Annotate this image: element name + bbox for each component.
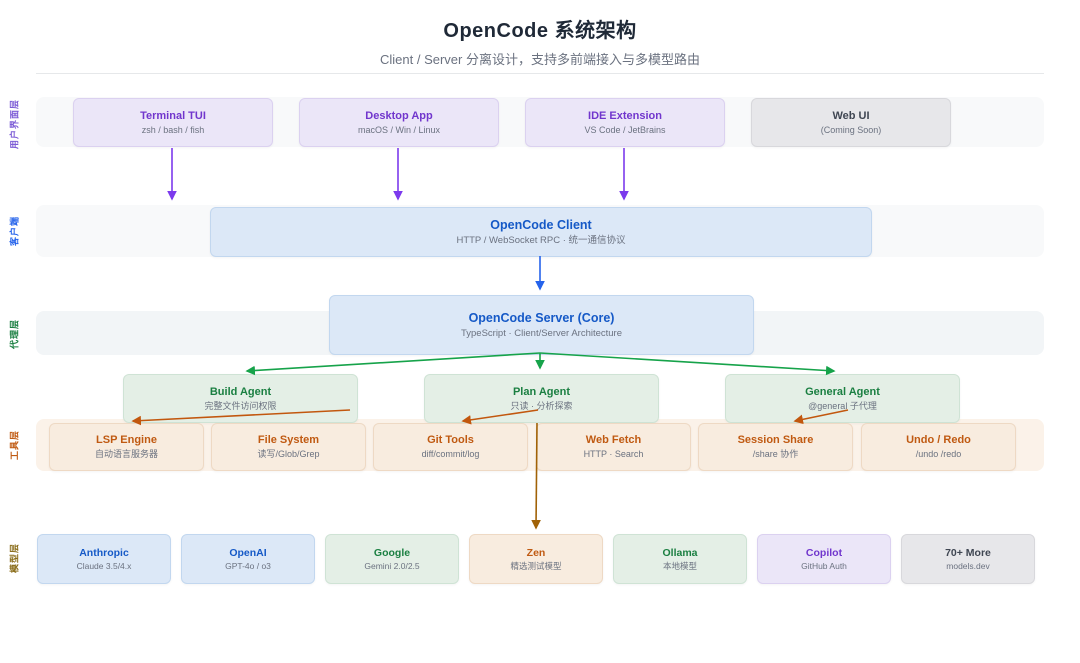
box-subtitle: 读写/Glob/Grep bbox=[257, 449, 320, 459]
server-box: OpenCode Server (Core) TypeScript · Clie… bbox=[329, 295, 754, 355]
box-subtitle: 自动语言服务器 bbox=[94, 449, 158, 459]
arrow-server-to-general-agent bbox=[539, 352, 836, 376]
box-subtitle: 精选测试模型 bbox=[510, 561, 562, 571]
client-box: OpenCode Client HTTP / WebSocket RPC · 统… bbox=[210, 207, 872, 257]
box-title: OpenCode Client bbox=[490, 218, 592, 232]
model-box-openai: OpenAI GPT-4o / o3 bbox=[181, 534, 315, 584]
arrow-server-to-build-agent bbox=[245, 352, 541, 376]
agent-box-plan: Plan Agent 只读 · 分析探索 bbox=[424, 374, 659, 423]
model-box-70-more: 70+ More models.dev bbox=[901, 534, 1035, 584]
box-subtitle: GPT-4o / o3 bbox=[225, 561, 271, 571]
box-title: Copilot bbox=[805, 546, 843, 559]
box-subtitle: @general 子代理 bbox=[808, 400, 877, 411]
page-title: OpenCode 系统架构 bbox=[443, 20, 637, 42]
box-title: Google bbox=[373, 546, 411, 559]
box-subtitle: 完整文件访问权限 bbox=[204, 400, 277, 411]
box-title: 70+ More bbox=[945, 546, 991, 559]
layer-label-models: 模型层 bbox=[9, 542, 20, 574]
ui-box-desktop-app: Desktop App macOS / Win / Linux bbox=[299, 98, 499, 147]
tool-box-file-system: File System 读写/Glob/Grep bbox=[211, 423, 366, 471]
box-subtitle: GitHub Auth bbox=[801, 561, 847, 571]
box-title: Web UI bbox=[832, 109, 870, 122]
tool-box-undo-redo: Undo / Redo /undo /redo bbox=[861, 423, 1016, 471]
box-title: OpenCode Server (Core) bbox=[468, 311, 615, 325]
page-subtitle: Client / Server 分离设计，支持多前端接入与多模型路由 bbox=[380, 52, 700, 67]
tool-box-session-share: Session Share /share 协作 bbox=[698, 423, 853, 471]
box-subtitle: HTTP · Search bbox=[583, 449, 644, 459]
agent-box-general: General Agent @general 子代理 bbox=[725, 374, 960, 423]
box-subtitle: Gemini 2.0/2.5 bbox=[364, 561, 420, 571]
box-title: Zen bbox=[526, 546, 546, 559]
box-title: Ollama bbox=[662, 546, 698, 559]
box-title: LSP Engine bbox=[96, 434, 157, 446]
layer-label-core: 代理层 bbox=[9, 318, 20, 350]
header-divider bbox=[36, 73, 1044, 74]
box-subtitle: Claude 3.5/4.x bbox=[76, 561, 132, 571]
box-subtitle: 本地模型 bbox=[662, 561, 697, 571]
ui-box-terminal-tui: Terminal TUI zsh / bash / fish bbox=[73, 98, 273, 147]
model-box-anthropic: Anthropic Claude 3.5/4.x bbox=[37, 534, 171, 584]
model-box-ollama: Ollama 本地模型 bbox=[613, 534, 747, 584]
box-title: Undo / Redo bbox=[906, 434, 971, 446]
box-title: Plan Agent bbox=[512, 385, 571, 398]
model-box-google: Google Gemini 2.0/2.5 bbox=[325, 534, 459, 584]
box-title: Git Tools bbox=[427, 434, 474, 446]
box-title: Terminal TUI bbox=[140, 109, 206, 122]
model-box-copilot: Copilot GitHub Auth bbox=[757, 534, 891, 584]
box-subtitle: 只读 · 分析探索 bbox=[510, 400, 573, 411]
box-title: Build Agent bbox=[209, 385, 272, 398]
tool-box-lsp-engine: LSP Engine 自动语言服务器 bbox=[49, 423, 204, 471]
box-subtitle: (Coming Soon) bbox=[820, 124, 882, 135]
box-title: IDE Extension bbox=[588, 109, 662, 122]
agent-box-build: Build Agent 完整文件访问权限 bbox=[123, 374, 358, 423]
layer-label-tools: 工具层 bbox=[9, 429, 20, 461]
box-subtitle: zsh / bash / fish bbox=[141, 124, 205, 135]
tool-box-git-tools: Git Tools diff/commit/log bbox=[373, 423, 528, 471]
layer-label-ui: 用户界面层 bbox=[9, 98, 20, 150]
tool-box-web-fetch: Web Fetch HTTP · Search bbox=[536, 423, 691, 471]
ui-box-web-ui: Web UI (Coming Soon) bbox=[751, 98, 951, 147]
box-title: File System bbox=[257, 434, 320, 446]
box-title: OpenAI bbox=[229, 546, 267, 559]
box-subtitle: macOS / Win / Linux bbox=[357, 124, 441, 135]
box-subtitle: models.dev bbox=[946, 561, 990, 571]
box-title: Session Share bbox=[737, 434, 814, 446]
box-title: Web Fetch bbox=[585, 434, 642, 446]
ui-box-ide-extension: IDE Extension VS Code / JetBrains bbox=[525, 98, 725, 147]
box-subtitle: HTTP / WebSocket RPC · 统一通信协议 bbox=[456, 234, 626, 246]
model-box-zen: Zen 精选测试模型 bbox=[469, 534, 603, 584]
layer-label-client: 客户端 bbox=[9, 215, 20, 247]
box-subtitle: /undo /redo bbox=[915, 449, 962, 459]
box-title: Desktop App bbox=[365, 109, 433, 122]
box-subtitle: /share 协作 bbox=[752, 449, 799, 459]
box-subtitle: diff/commit/log bbox=[421, 449, 480, 459]
box-subtitle: TypeScript · Client/Server Architecture bbox=[460, 327, 623, 339]
box-title: General Agent bbox=[805, 385, 880, 398]
box-title: Anthropic bbox=[79, 546, 129, 559]
box-subtitle: VS Code / JetBrains bbox=[584, 124, 666, 135]
